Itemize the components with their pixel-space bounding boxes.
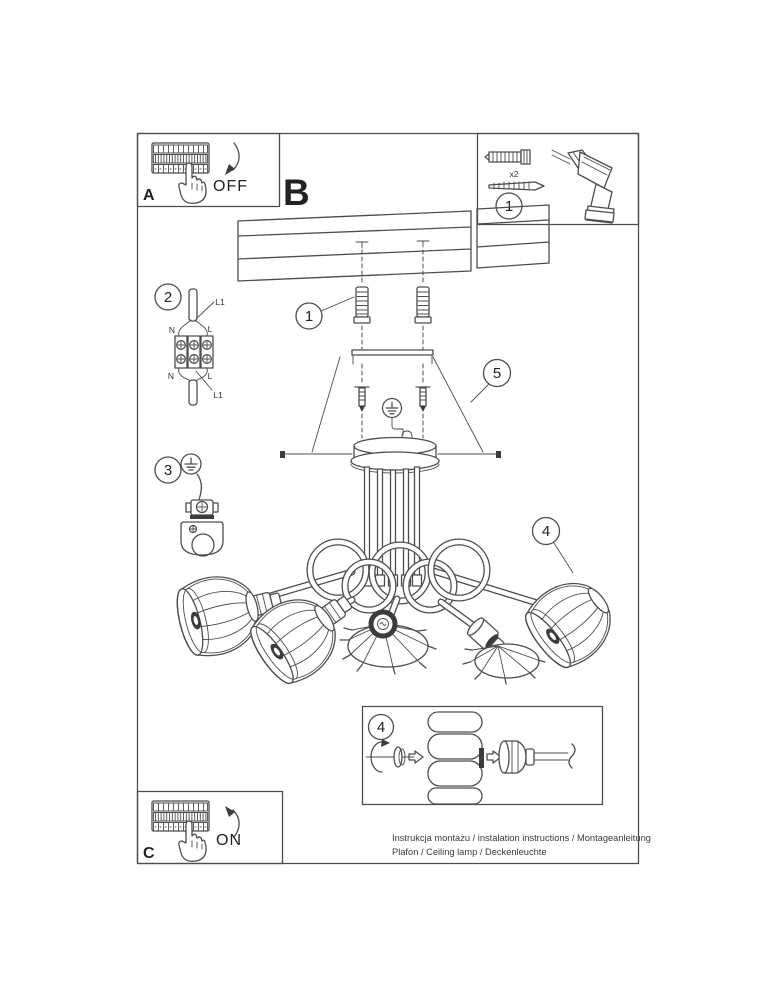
cage-shade-center [339, 609, 437, 675]
label-l1-top: L1 [215, 297, 225, 307]
ground-wire [196, 473, 203, 501]
switch-state-off: OFF [213, 178, 248, 195]
callout-5-leader [470, 383, 490, 403]
drill-icon [551, 149, 615, 224]
ground-symbol-icon [381, 397, 403, 419]
power-off-box: OFF A [136, 132, 281, 208]
page-border [136, 132, 640, 865]
parts-box: x2 1 [476, 132, 640, 226]
arm-wires [533, 752, 569, 761]
breaker-panel-icon [151, 800, 210, 832]
shade-detail-box: 4 [361, 705, 604, 806]
terminal-screws [176, 340, 212, 364]
wire-squiggle [568, 743, 576, 769]
step-anchors: 1 [295, 249, 432, 350]
callout-4-detail-number: 4 [377, 719, 385, 736]
wire-leaders [195, 301, 215, 391]
box-c-label: C [143, 845, 155, 862]
box-a-label: A [143, 187, 155, 204]
footer-line2: Plafon / Ceiling lamp / Deckenleuchte [392, 847, 547, 857]
callout-5-number: 5 [493, 365, 501, 382]
callout-2-number: 2 [164, 289, 172, 306]
arrow-right-icon [408, 750, 424, 764]
footer-caption: Instrukcja montażu / instalation instruc… [392, 833, 651, 857]
wall-plug-icon [353, 286, 371, 324]
wall-plug-icon [484, 149, 531, 165]
alignment-lines [311, 356, 484, 453]
footer-line1: Instrukcja montażu / instalation instruc… [392, 833, 651, 843]
label-l1-bottom: L1 [213, 390, 223, 400]
label-l-bottom: L [208, 371, 213, 381]
step-canopy: 5 [280, 349, 512, 458]
ground-symbol-icon [180, 453, 202, 475]
cage-side-view [427, 711, 484, 805]
callout-4-detail [367, 713, 395, 741]
arrow-down-head [225, 164, 235, 175]
anchor-quantity: x2 [510, 169, 519, 179]
mounting-screws [354, 386, 431, 412]
wall-plug-icon [414, 286, 432, 324]
side-screws [280, 451, 501, 458]
switch-state-on: ON [216, 832, 242, 849]
bracket-body [180, 521, 224, 557]
callout-1-anchors [295, 302, 323, 330]
callout-2 [154, 283, 182, 311]
socket-side-view [498, 740, 535, 774]
callout-1-leader [320, 296, 355, 312]
callout-4 [531, 516, 561, 546]
lamp-cable-bottom [188, 379, 198, 406]
mounting-bracket [351, 349, 434, 356]
ring-nut [393, 746, 406, 768]
wiring-diagram: 2 L1 L1 N L N L [154, 283, 225, 406]
label-n-bottom: N [168, 371, 174, 381]
arrow-right-icon [486, 750, 502, 764]
callout-3-number: 3 [164, 462, 172, 479]
callout-1-kit-number: 1 [505, 198, 513, 215]
box-c-border [136, 790, 284, 865]
ceiling-boards [237, 204, 550, 282]
arrow-up-head [225, 806, 235, 817]
screw-icon [488, 181, 545, 191]
supply-cable-top [188, 288, 198, 322]
rotate-arrow-head [381, 739, 390, 747]
callout-5 [482, 358, 512, 388]
ground-connection: 3 [154, 453, 224, 557]
label-n-top: N [169, 325, 175, 335]
callout-1-number: 1 [305, 308, 313, 325]
canopy-hook [401, 430, 413, 442]
arrow-down-icon [232, 142, 240, 171]
section-b-label: B [283, 172, 310, 213]
rotate-arrow-icon [370, 741, 383, 773]
ground-wire [391, 417, 404, 436]
power-on-box: ON C [136, 790, 284, 865]
cable-clamp [185, 499, 219, 519]
label-l-top: L [208, 324, 213, 334]
callout-4-number: 4 [542, 523, 550, 540]
cage-shade-right-mid [462, 617, 546, 685]
callout-4-leader [553, 542, 574, 574]
callout-3 [154, 456, 182, 484]
terminal-block [174, 335, 214, 369]
ceiling-lamp: 4 [170, 430, 627, 694]
box-a-border [136, 132, 281, 208]
detail-box-border [361, 705, 604, 806]
canopy [350, 436, 440, 474]
breaker-panel-icon [151, 142, 210, 174]
cage-shade-icon [170, 567, 267, 663]
ceiling-screw-heads [355, 240, 430, 249]
parts-box-border [476, 132, 640, 226]
